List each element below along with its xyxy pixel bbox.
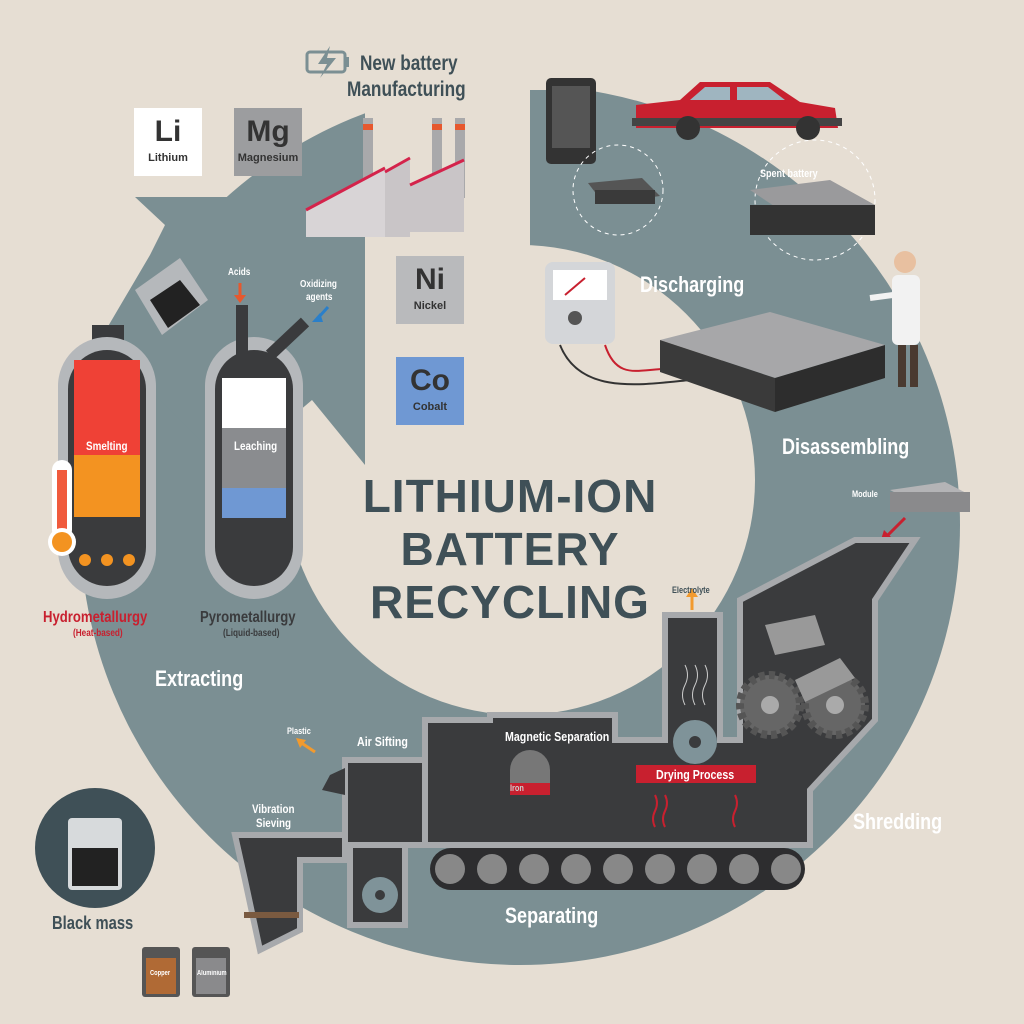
- iron-label: Iron: [510, 783, 524, 793]
- stage-discharging: Discharging: [640, 272, 745, 297]
- phone-icon: [546, 78, 596, 164]
- spent-battery-small-icon: [588, 178, 660, 204]
- oxidizing-agents-label-1: Oxidizing: [300, 279, 337, 290]
- shredder-gears: [736, 615, 869, 739]
- drying-process-label: Drying Process: [656, 767, 735, 782]
- battery-pack-icon: [660, 312, 885, 412]
- car-icon: [632, 82, 842, 140]
- stage-shredding: Shredding: [853, 809, 943, 834]
- magnetic-separation-label: Magnetic Separation: [505, 729, 610, 744]
- vibration-sieving-label-2: Sieving: [256, 816, 292, 830]
- leaching-tank: [205, 283, 330, 599]
- stage-separating: Separating: [505, 903, 599, 928]
- stage-extracting: Extracting: [155, 666, 244, 691]
- module-label: Module: [852, 489, 878, 499]
- smelting-label: Smelting: [86, 439, 128, 453]
- black-mass-pour-icon: [135, 258, 208, 335]
- new-battery-label-line2: Manufacturing: [347, 78, 466, 101]
- battery-charging-icon: [305, 46, 349, 78]
- drying-process-banner: [636, 765, 756, 783]
- stage-disassembling: Disassembling: [782, 434, 910, 459]
- leaching-label: Leaching: [234, 439, 278, 453]
- spent-battery-label: Spent battery: [760, 168, 818, 180]
- new-battery-label-line1: New battery: [360, 52, 458, 75]
- hydrometallurgy-label: Hydrometallurgy: [43, 609, 148, 626]
- hydrometallurgy-sublabel: (Heat-based): [73, 628, 123, 639]
- technician-figure: [869, 251, 920, 387]
- smelting-furnace: [58, 325, 156, 599]
- acids-label: Acids: [228, 267, 251, 278]
- black-mass-label: Black mass: [52, 913, 134, 933]
- copper-label: Copper: [150, 970, 171, 977]
- pyrometallurgy-sublabel: (Liquid-based): [223, 628, 280, 639]
- magnet-icon: [510, 750, 550, 795]
- spent-battery-pack-icon: [750, 180, 875, 235]
- beaker-icon: [68, 818, 122, 890]
- air-sifting-label: Air Sifting: [357, 734, 408, 749]
- fan-icon: [362, 720, 717, 913]
- aluminium-label: Aluminium: [197, 970, 227, 977]
- vibration-sieving-label-1: Vibration: [252, 802, 295, 816]
- oxidizing-agents-label-2: agents: [306, 292, 333, 303]
- electrolyte-label: Electrolyte: [672, 585, 710, 595]
- plastic-label: Plastic: [287, 726, 311, 736]
- voltmeter-icon: [545, 262, 691, 386]
- pyrometallurgy-label: Pyrometallurgy: [200, 609, 296, 626]
- factory-icon: [305, 118, 465, 237]
- conveyor-belt: [430, 848, 805, 890]
- thermometer-icon: [48, 460, 76, 556]
